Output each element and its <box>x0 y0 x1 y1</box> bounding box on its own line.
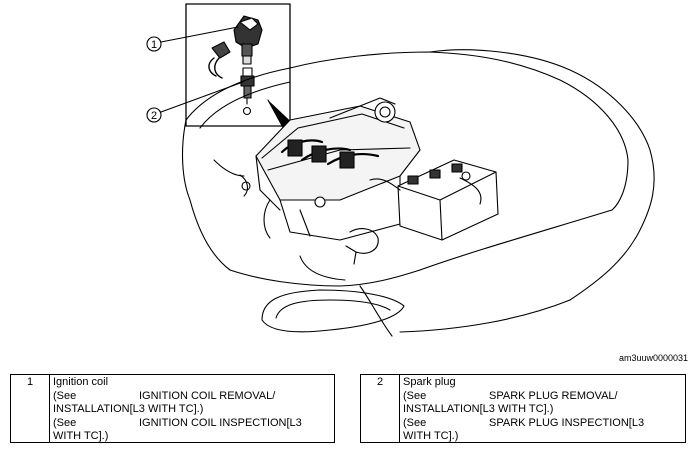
engine-cover-icon <box>239 97 421 241</box>
see-prefix: (See <box>53 389 77 402</box>
legend-item-ignition-coil: 1 Ignition coil (See IGNITION COIL REMOVA… <box>10 374 335 443</box>
see-prefix: (See <box>403 416 427 429</box>
legend-number: 1 <box>11 375 50 442</box>
see-prefix: (See <box>403 389 427 402</box>
callout-1 <box>146 26 239 52</box>
legend-number: 2 <box>361 375 400 442</box>
vehicle-body-outline <box>181 49 655 337</box>
component-name: Spark plug <box>403 376 456 388</box>
inspection-link[interactable]: IGNITION COIL INSPECTION[L3 <box>139 416 302 429</box>
callout-2 <box>146 81 244 123</box>
engine-bay-illustration: 1 2 <box>146 3 655 337</box>
ignition-coil-icon <box>233 15 263 65</box>
inspection-link-cont[interactable]: WITH TC].) <box>53 430 109 442</box>
removal-installation-link[interactable]: IGNITION COIL REMOVAL/ <box>139 389 276 402</box>
see-prefix: (See <box>53 416 77 429</box>
spark-plug-icon <box>240 67 255 116</box>
inset-frame <box>185 3 291 127</box>
callout-2-label: 2 <box>151 110 157 122</box>
callout-1-label: 1 <box>151 39 157 51</box>
coil-connector-icon <box>208 41 231 79</box>
removal-installation-link[interactable]: SPARK PLUG REMOVAL/ <box>489 389 618 402</box>
removal-installation-link-cont[interactable]: INSTALLATION[L3 WITH TC].) <box>53 403 204 415</box>
lower-components <box>213 159 379 265</box>
inspection-link[interactable]: SPARK PLUG INSPECTION[L3 <box>489 416 645 429</box>
removal-installation-link-cont[interactable]: INSTALLATION[L3 WITH TC].) <box>403 403 554 415</box>
legend-item-spark-plug: 2 Spark plug (See SPARK PLUG REMOVAL/ INS… <box>360 374 686 443</box>
headlamp-icon <box>261 289 405 333</box>
image-code: am3uuw0000031 <box>618 353 688 363</box>
detail-inset <box>185 3 291 127</box>
inspection-link-cont[interactable]: WITH TC].) <box>403 430 459 442</box>
battery-icon <box>369 159 499 241</box>
component-name: Ignition coil <box>53 376 109 388</box>
